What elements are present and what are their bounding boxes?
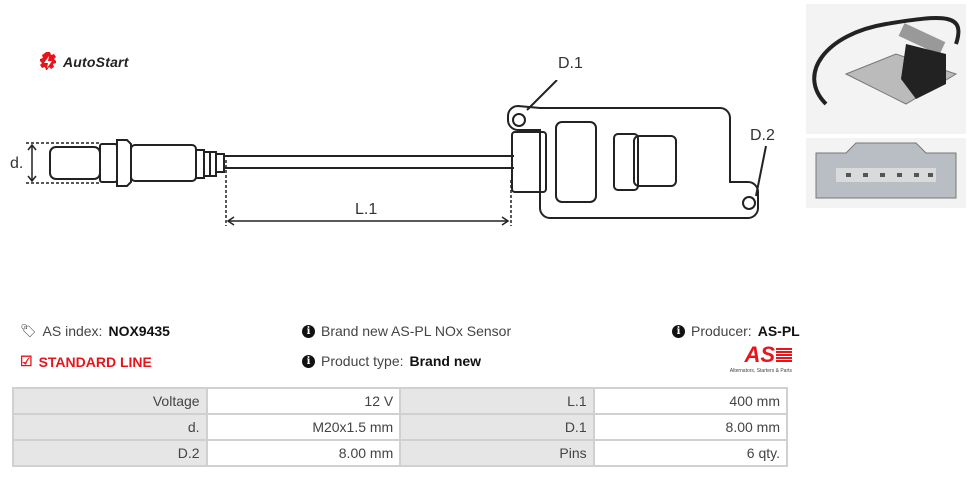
tags-icon: 🏷 [20, 323, 37, 338]
spec-value: 400 mm [592, 387, 789, 415]
gear-bolt-icon [40, 52, 56, 70]
spec-value: 6 qty. [592, 439, 789, 467]
brand-name: AutoStart [63, 54, 129, 70]
spec-value: 12 V [205, 387, 402, 415]
label-d1-top: D.1 [558, 55, 583, 72]
sensor-diagram: d. L.1 D.1 D.2 [10, 80, 775, 226]
autostart-logo: AutoStart [38, 52, 129, 72]
spec-value: 8.00 mm [205, 439, 402, 467]
spec-label: D.1 [399, 413, 595, 441]
as-index-value: NOX9435 [108, 323, 170, 339]
product-type-value: Brand new [409, 353, 482, 369]
label-l1: L.1 [355, 201, 377, 218]
info-icon: i [302, 324, 315, 338]
product-type-label: Product type: [321, 353, 404, 369]
check-square-icon: ☑ [20, 353, 33, 369]
description-text: Brand new AS-PL NOx Sensor [321, 323, 512, 339]
spec-label: d. [12, 413, 208, 441]
label-d2: D.2 [750, 127, 775, 144]
sensor-photo [806, 4, 966, 134]
as-logo-text: AS [744, 342, 775, 367]
description: i Brand new AS-PL NOx Sensor [302, 323, 511, 339]
spec-label: L.1 [399, 387, 595, 415]
spec-value: 8.00 mm [592, 413, 789, 441]
as-index: 🏷 AS index: NOX9435 [20, 323, 170, 339]
as-logo-tagline: Alternators, Starters & Parts [729, 368, 792, 374]
standard-line: ☑ STANDARD LINE [20, 353, 152, 370]
info-icon: i [302, 354, 315, 368]
standard-line-label: STANDARD LINE [38, 353, 152, 370]
connector-photo [806, 138, 966, 208]
as-pl-logo: AS Alternators, Starters & Parts [716, 342, 792, 374]
spec-label: Voltage [12, 387, 208, 415]
logo-stripes [776, 348, 792, 362]
product-type: i Product type: Brand new [302, 353, 481, 369]
spec-value: M20x1.5 mm [205, 413, 402, 441]
producer: i Producer: AS-PL [672, 323, 800, 339]
as-index-label: AS index: [42, 323, 103, 339]
spec-label: D.2 [12, 439, 208, 467]
spec-label: Pins [399, 439, 595, 467]
label-d: d. [10, 155, 23, 172]
producer-label: Producer: [691, 323, 752, 339]
producer-value: AS-PL [757, 323, 800, 339]
info-icon: i [672, 324, 685, 338]
